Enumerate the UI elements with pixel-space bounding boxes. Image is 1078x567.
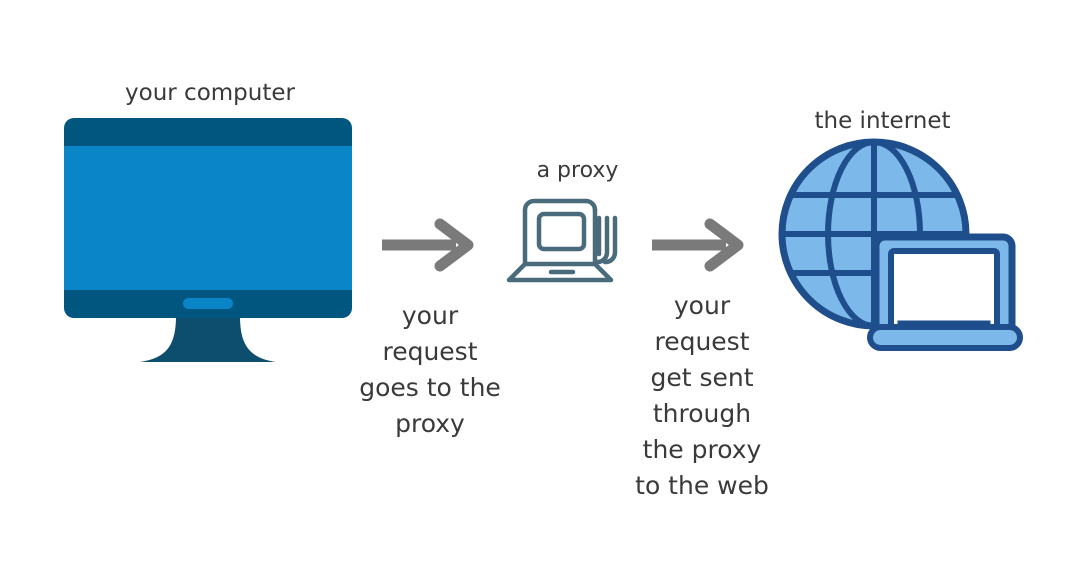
caption-left-line-4: proxy <box>395 409 465 438</box>
caption-left-line-2: request <box>382 337 478 366</box>
caption-right-line-6: to the web <box>635 471 769 500</box>
internet-monitor-shape <box>867 233 1023 351</box>
computer-label: your computer <box>125 80 295 106</box>
arrow-proxy-to-internet-icon <box>650 218 750 272</box>
desktop-monitor-icon <box>64 118 352 368</box>
proxy-label: a proxy <box>536 158 619 183</box>
caption-left-line-3: goes to the <box>359 373 501 402</box>
caption-right-line-1: your <box>673 291 731 320</box>
caption-left: your request goes to the proxy <box>340 298 520 442</box>
caption-left-line-1: your <box>401 301 459 330</box>
stacked-laptops-icon <box>503 196 638 286</box>
arrow-computer-to-proxy-icon <box>380 218 480 272</box>
caption-right-line-4: through <box>652 399 752 428</box>
internet-label: the internet <box>814 108 951 134</box>
caption-right-line-3: get sent <box>650 363 754 392</box>
globe-with-monitor-icon <box>778 138 1026 351</box>
caption-right-line-2: request <box>654 327 750 356</box>
caption-right-line-5: the proxy <box>642 435 762 464</box>
caption-right: your request get sent through the proxy … <box>613 288 791 504</box>
